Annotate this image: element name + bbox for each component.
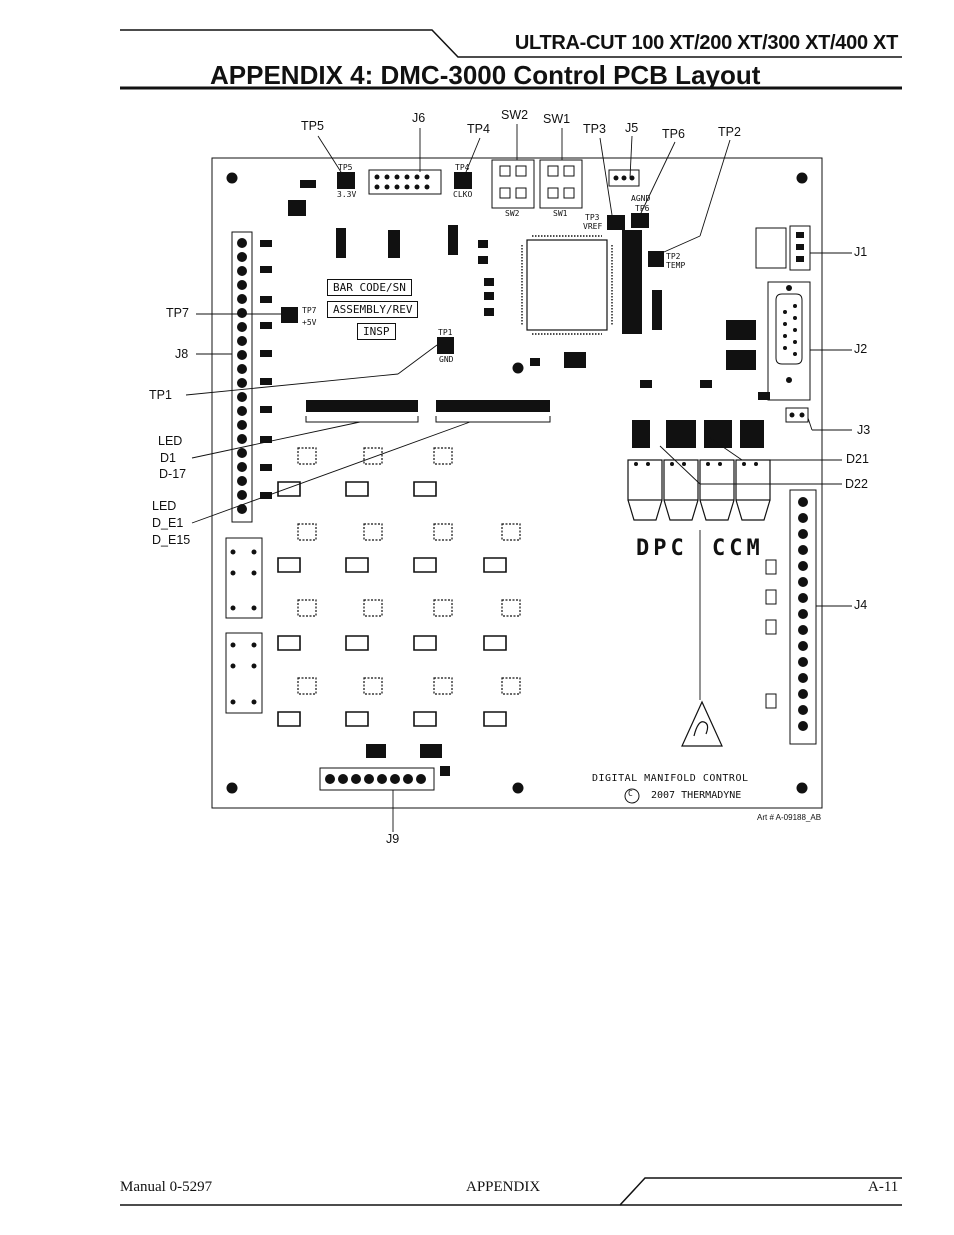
callout-led-d1-line1: LED bbox=[158, 434, 183, 448]
silk-tp1-value: GND bbox=[439, 355, 454, 364]
callout-d22: D22 bbox=[845, 477, 868, 491]
callout-tp6: TP6 bbox=[662, 127, 685, 141]
silk-sw1: SW1 bbox=[553, 209, 568, 218]
callout-led-de-line2: D_E1 bbox=[152, 516, 184, 530]
callout-sw1: SW1 bbox=[543, 112, 571, 126]
silk-tp2: TP2 bbox=[666, 252, 681, 261]
callout-j8: J8 bbox=[175, 347, 189, 361]
footer-section: APPENDIX bbox=[466, 1179, 541, 1195]
silk-tp6: TP6 bbox=[635, 204, 650, 213]
callout-tp7: TP7 bbox=[166, 306, 189, 320]
silk-tp4-value: CLKO bbox=[453, 190, 473, 199]
barcode-label-box: BAR CODE/SN bbox=[327, 279, 412, 296]
silk-tp3: TP3 bbox=[585, 213, 600, 222]
callout-led-d1-line3: D-17 bbox=[159, 467, 187, 481]
copyright-symbol: C bbox=[628, 789, 633, 798]
page-title: APPENDIX 4: DMC-3000 Control PCB Layout bbox=[210, 60, 761, 90]
callout-tp2: TP2 bbox=[718, 125, 741, 139]
silk-tp7: TP7 bbox=[302, 306, 317, 315]
callout-j1: J1 bbox=[854, 245, 868, 259]
silk-tp5: TP5 bbox=[338, 163, 353, 172]
silk-dpc: DPC bbox=[636, 536, 688, 561]
callout-led-de-line1: LED bbox=[152, 499, 177, 513]
callout-tp1: TP1 bbox=[149, 388, 172, 402]
footer-page-number: A-11 bbox=[868, 1179, 899, 1195]
product-title: ULTRA-CUT 100 XT/200 XT/300 XT/400 XT bbox=[514, 32, 898, 54]
callout-tp3: TP3 bbox=[583, 122, 606, 136]
callout-j6: J6 bbox=[412, 111, 426, 125]
callout-tp5: TP5 bbox=[301, 119, 324, 133]
copyright-text: 2007 THERMADYNE bbox=[651, 790, 742, 801]
silk-ccm: CCM bbox=[712, 536, 764, 561]
callout-j4: J4 bbox=[854, 598, 868, 612]
silk-sw2: SW2 bbox=[505, 209, 520, 218]
silk-tp3-value: VREF bbox=[583, 222, 603, 231]
assembly-label-box: ASSEMBLY/REV bbox=[327, 301, 419, 318]
callout-sw2: SW2 bbox=[501, 108, 529, 122]
callout-j5: J5 bbox=[625, 121, 639, 135]
insp-label-box: INSP bbox=[357, 323, 396, 340]
footer-manual: Manual 0-5297 bbox=[120, 1179, 213, 1195]
callout-led-d1-line2: D1 bbox=[160, 451, 176, 465]
silk-tp6-value: AGND bbox=[631, 194, 651, 203]
callout-j2: J2 bbox=[854, 342, 868, 356]
silk-tp4: TP4 bbox=[455, 163, 470, 172]
silk-tp7-value: +5V bbox=[302, 318, 317, 327]
silk-tp2-value: TEMP bbox=[666, 261, 686, 270]
callout-d21: D21 bbox=[846, 452, 869, 466]
silk-tp5-value: 3.3V bbox=[337, 190, 357, 199]
callout-tp4: TP4 bbox=[467, 122, 490, 136]
silk-tp1: TP1 bbox=[438, 328, 453, 337]
callout-j9: J9 bbox=[386, 832, 400, 846]
callout-led-de-line3: D_E15 bbox=[152, 533, 191, 547]
board-name: DIGITAL MANIFOLD CONTROL bbox=[592, 773, 749, 784]
callout-j3: J3 bbox=[857, 423, 871, 437]
art-number: Art # A-09188_AB bbox=[757, 813, 822, 822]
